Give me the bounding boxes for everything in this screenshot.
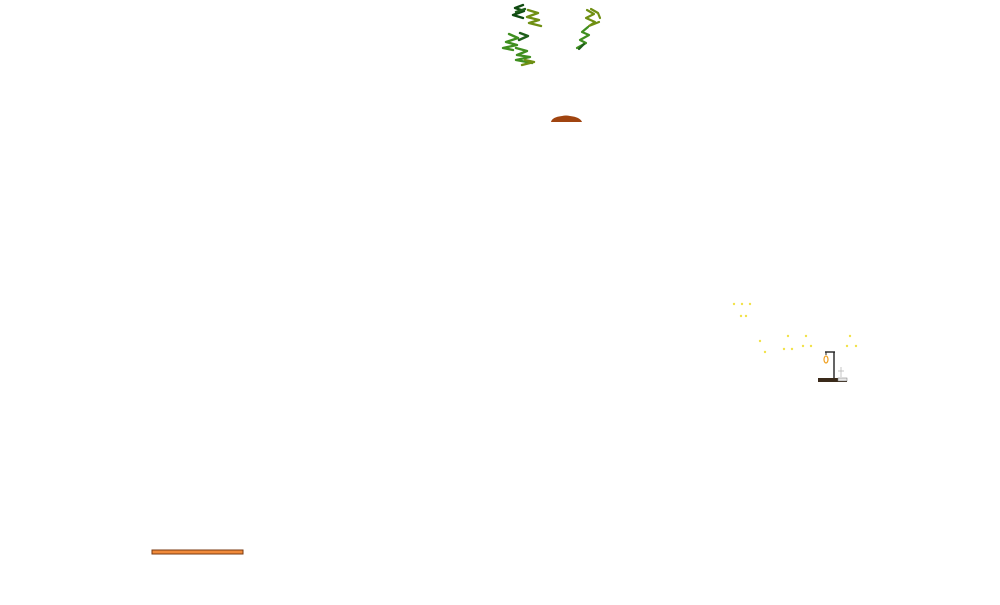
vine-icon: [514, 7, 527, 14]
sparkle-icon: [748, 302, 752, 306]
sparkle-icon: [845, 344, 849, 348]
lamp-base: [818, 378, 847, 382]
sparkle-icon: [809, 344, 813, 348]
sparkle-icon: [848, 334, 852, 338]
vine-icon: [589, 7, 602, 20]
sparkle-icon: [732, 302, 736, 306]
sparkle-icon: [790, 347, 794, 351]
sparkle-icon: [744, 314, 748, 318]
lamp-flame-icon: [823, 355, 829, 364]
sparkle-icon: [739, 314, 743, 318]
sparkle-icon: [782, 347, 786, 351]
vine-cluster-left: [501, 3, 543, 67]
sparkle-icon: [758, 339, 762, 343]
vine-cluster-right: [575, 7, 602, 51]
player-paddle[interactable]: [151, 549, 244, 555]
vine-icon: [525, 8, 543, 28]
sparkle-icon: [786, 334, 790, 338]
vine-icon: [517, 31, 530, 42]
sparkle-icon: [763, 350, 767, 354]
vine-icon: [514, 46, 534, 65]
lamp-base-light: [837, 377, 848, 382]
dirt-mound: [551, 115, 582, 122]
vine-icon: [501, 32, 520, 52]
sparkle-field: [732, 302, 858, 354]
vine-icon: [520, 58, 536, 67]
sparkle-icon: [740, 302, 744, 306]
sparkle-icon: [801, 344, 805, 348]
sparkle-icon: [854, 344, 858, 348]
sparkle-icon: [804, 334, 808, 338]
lamp-post: [818, 351, 848, 382]
vine-icon: [577, 42, 586, 51]
ghost-figure: [838, 367, 844, 377]
vine-icon: [584, 8, 601, 28]
vine-icon: [511, 3, 526, 20]
